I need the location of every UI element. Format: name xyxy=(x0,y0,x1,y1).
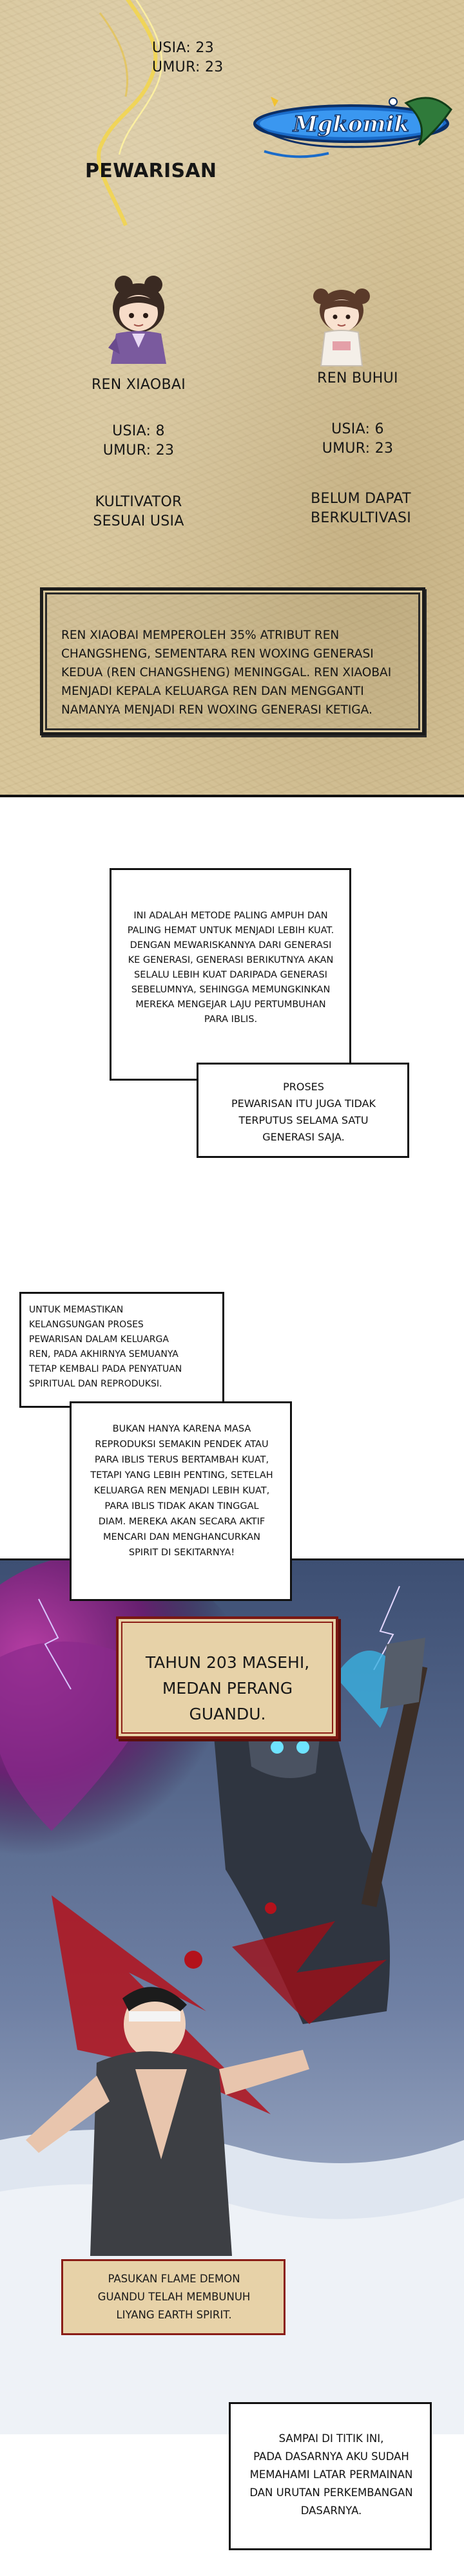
gold-energy-streak xyxy=(97,0,163,227)
stat-line: USIA: 6 xyxy=(331,421,384,437)
note-line: REN XIAOBAI MEMPEROLEH 35% ATRIBUT REN xyxy=(61,629,340,642)
narration-line: UNTUK MEMASTIKAN xyxy=(29,1305,124,1315)
narration-text: PROSES PEWARISAN ITU JUGA TIDAK TERPUTUS… xyxy=(210,1079,397,1146)
narration-line: DASARNYA. xyxy=(300,2505,362,2517)
narration-box: UNTUK MEMASTIKAN KELANGSUNGAN PROSES PEW… xyxy=(19,1292,224,1408)
narration-line: DAN URUTAN PERKEMBANGAN xyxy=(249,2486,413,2499)
narration-line: MENCARI DAN MENGHANCURKAN xyxy=(102,1532,261,1542)
character-status: KULTIVATOR SESUAI USIA xyxy=(68,493,209,531)
narration-line: SEBELUMNYA, SEHINGGA MEMUNGKINKAN xyxy=(131,985,331,995)
narration-line: TETAP KEMBALI PADA PENYATUAN xyxy=(29,1364,182,1374)
status-line: BERKULTIVASI xyxy=(310,510,412,526)
narration-line: PEWARISAN ITU JUGA TIDAK xyxy=(231,1097,376,1110)
note-line: MENJADI KEPALA KELUARGA REN DAN MENGGANT… xyxy=(61,685,364,698)
stat-line: UMUR: 23 xyxy=(322,440,394,457)
narration-line: MEREKA MENGEJAR LAJU PERTUMBUHAN xyxy=(135,999,326,1010)
narration-line: TETAPI YANG LEBIH PENTING, SETELAH xyxy=(90,1470,273,1481)
narration-text: UNTUK MEMASTIKAN KELANGSUNGAN PROSES PEW… xyxy=(29,1303,216,1392)
narration-line: MEMAHAMI LATAR PERMAINAN xyxy=(249,2468,413,2481)
narration-line: SPIRITUAL DAN REPRODUKSI. xyxy=(29,1379,162,1389)
narration-line: DIAM. MEREKA AKAN SECARA AKTIF xyxy=(98,1517,266,1527)
narration-box: PROSES PEWARISAN ITU JUGA TIDAK TERPUTUS… xyxy=(197,1063,409,1158)
character-name: REN BUHUI xyxy=(317,370,398,386)
narration-line: PADA DASARNYA AKU SUDAH xyxy=(253,2450,409,2463)
narration-line: GENERASI SAJA. xyxy=(262,1131,345,1143)
battle-caption-text: PASUKAN FLAME DEMON GUANDU TELAH MEMBUNU… xyxy=(71,2270,277,2324)
narration-line: REN, PADA AKHIRNYA SEMUANYA xyxy=(29,1349,179,1359)
narration-line: PROSES xyxy=(283,1081,324,1093)
narration-line: SELALU LEBIH KUAT DARIPADA GENERASI xyxy=(134,970,327,980)
mgkomik-logo: Mgkomik xyxy=(253,97,452,158)
logo-text: Mgkomik xyxy=(293,111,409,137)
narration-text: INI ADALAH METODE PALING AMPUH DAN PALIN… xyxy=(124,909,337,1027)
caption-line: TAHUN 203 MASEHI, xyxy=(145,1653,310,1672)
inheritance-note-frame xyxy=(40,587,425,735)
stat-line: USIA: 8 xyxy=(112,423,165,439)
note-line: NAMANYA MENJADI REN WOXING GENERASI KETI… xyxy=(61,703,372,717)
character-stats: USIA: 6 UMUR: 23 xyxy=(293,420,422,459)
narration-line: PARA IBLIS TIDAK AKAN TINGGAL xyxy=(104,1501,259,1511)
narration-line: PARA IBLIS. xyxy=(204,1014,258,1025)
narration-text: BUKAN HANYA KARENA MASA REPRODUKSI SEMAK… xyxy=(81,1421,283,1560)
ren-xiaobai-chibi-portrait xyxy=(108,276,166,364)
stat-line: UMUR: 23 xyxy=(102,442,175,459)
narration-line: BUKAN HANYA KARENA MASA xyxy=(112,1424,251,1434)
caption-line: PASUKAN FLAME DEMON xyxy=(108,2273,240,2285)
narration-box: BUKAN HANYA KARENA MASA REPRODUKSI SEMAK… xyxy=(70,1401,292,1601)
narration-box: INI ADALAH METODE PALING AMPUH DAN PALIN… xyxy=(110,868,351,1081)
narration-line: INI ADALAH METODE PALING AMPUH DAN xyxy=(133,911,328,921)
age-info: USIA: 23 UMUR: 23 xyxy=(152,39,249,77)
note-line: KEDUA (REN CHANGSHENG) MENINGGAL. REN XI… xyxy=(61,666,392,679)
location-caption-text: TAHUN 203 MASEHI, MEDAN PERANG GUANDU. xyxy=(125,1650,330,1727)
narration-line: SAMPAI DI TITIK INI, xyxy=(278,2432,384,2445)
character-status: BELUM DAPAT BERKULTIVASI xyxy=(287,489,435,528)
caption-line: GUANDU TELAH MEMBUNUH xyxy=(97,2291,251,2303)
inheritance-note-text: REN XIAOBAI MEMPEROLEH 35% ATRIBUT REN C… xyxy=(61,626,409,719)
narration-line: TERPUTUS SELAMA SATU xyxy=(238,1114,369,1126)
character-name: REN XIAOBAI xyxy=(91,377,186,393)
note-line: CHANGSHENG, SEMENTARA REN WOXING GENERAS… xyxy=(61,647,374,661)
wounded-cultivator xyxy=(26,1987,309,2256)
narration-line: KE GENERASI, GENERASI BERIKUTNYA AKAN xyxy=(128,955,334,965)
narration-line: REPRODUKSI SEMAKIN PENDEK ATAU xyxy=(95,1439,269,1450)
narration-line: PARA IBLIS TERUS BERTAMBAH KUAT, xyxy=(94,1455,269,1465)
parchment-panel: USIA: 23 UMUR: 23 PEWARISAN Mgkomik xyxy=(0,0,464,797)
age-line: UMUR: 23 xyxy=(152,59,224,75)
status-line: SESUAI USIA xyxy=(93,513,184,529)
narration-line: PEWARISAN DALAM KELUARGA xyxy=(29,1334,169,1345)
status-line: KULTIVATOR xyxy=(95,494,182,510)
narration-text: SAMPAI DI TITIK INI, PADA DASARNYA AKU S… xyxy=(240,2430,423,2520)
caption-line: LIYANG EARTH SPIRIT. xyxy=(116,2309,232,2321)
narration-line: PALING HEMAT UNTUK MENJADI LEBIH KUAT. xyxy=(127,925,334,936)
narration-line: KELUARGA REN MENJADI LEBIH KUAT, xyxy=(93,1486,270,1496)
narration-line: DENGAN MEWARISKANNYA DARI GENERASI xyxy=(130,940,332,951)
battle-caption-box: PASUKAN FLAME DEMON GUANDU TELAH MEMBUNU… xyxy=(61,2259,285,2335)
age-line: USIA: 23 xyxy=(152,40,215,56)
character-stats: USIA: 8 UMUR: 23 xyxy=(74,422,203,460)
narration-line: SPIRIT DI SEKITARNYA! xyxy=(128,1548,235,1558)
location-caption-box: TAHUN 203 MASEHI, MEDAN PERANG GUANDU. xyxy=(116,1616,338,1739)
narration-box: SAMPAI DI TITIK INI, PADA DASARNYA AKU S… xyxy=(229,2402,432,2550)
section-heading: PEWARISAN xyxy=(85,160,217,182)
ren-buhui-chibi-portrait xyxy=(313,289,370,366)
narration-line: KELANGSUNGAN PROSES xyxy=(29,1320,144,1330)
caption-line: MEDAN PERANG GUANDU. xyxy=(162,1679,293,1723)
status-line: BELUM DAPAT xyxy=(311,491,411,507)
